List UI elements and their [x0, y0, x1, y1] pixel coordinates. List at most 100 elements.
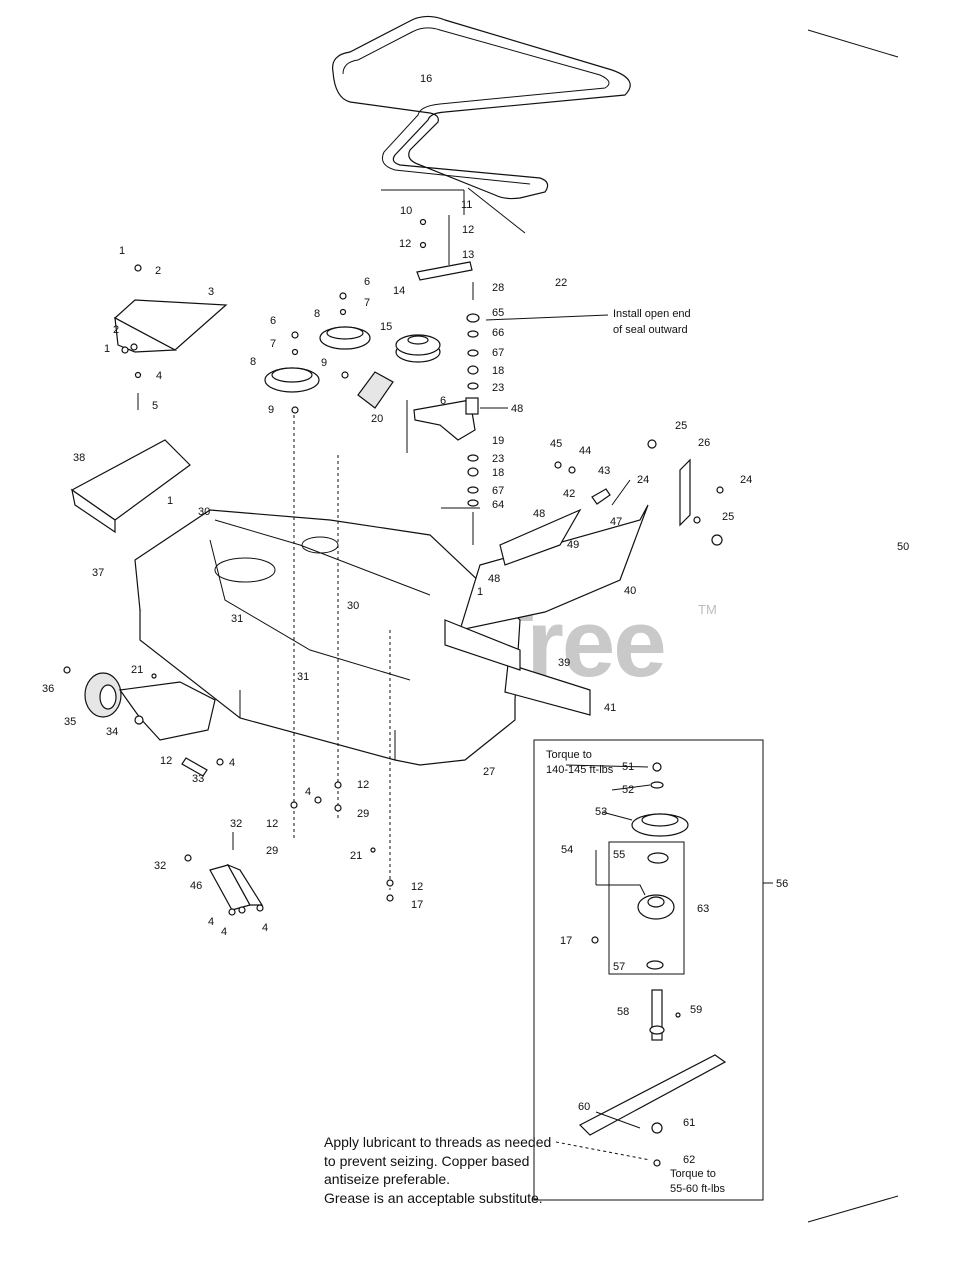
- callout-label: 9: [268, 404, 274, 416]
- callout-label: 59: [690, 1004, 702, 1016]
- callout-label: 24: [740, 474, 752, 486]
- callout-label: 1: [167, 495, 173, 507]
- callout-label: 30: [198, 506, 210, 518]
- callout-label: 60: [578, 1101, 590, 1113]
- callout-label: 33: [192, 773, 204, 785]
- callout-label: 28: [492, 282, 504, 294]
- corner-marks: [807, 29, 899, 1223]
- callout-label: 4: [262, 922, 268, 934]
- callout-label: 6: [270, 315, 276, 327]
- callout-label: 14: [393, 285, 405, 297]
- callout-label: 52: [622, 784, 634, 796]
- callout-label: 55: [613, 849, 625, 861]
- callout-label: 67: [492, 347, 504, 359]
- callout-label: 4: [208, 916, 214, 928]
- bracket-top-left: [113, 264, 228, 410]
- callout-label: 57: [613, 961, 625, 973]
- callout-label: 9: [321, 357, 327, 369]
- callout-label: 21: [350, 850, 362, 862]
- callout-label: 18: [492, 365, 504, 377]
- callout-label: 32: [154, 860, 166, 872]
- callout-label: 29: [357, 808, 369, 820]
- callout-label: 36: [42, 683, 54, 695]
- callout-label: 12: [411, 881, 423, 893]
- callout-label: 12: [266, 818, 278, 830]
- callout-label: 31: [297, 671, 309, 683]
- callout-label: 62: [683, 1154, 695, 1166]
- torque-note-line: 55-60 ft-lbs: [670, 1183, 726, 1195]
- belt-cover: [70, 439, 191, 534]
- callout-label: 3: [208, 286, 214, 298]
- callout-label: 19: [492, 435, 504, 447]
- callout-label: 17: [411, 899, 423, 911]
- callout-label: 56: [776, 878, 788, 890]
- leader-lines: [480, 314, 773, 1129]
- gauge-wheel: [63, 666, 224, 777]
- callout-label: 45: [550, 438, 562, 450]
- callout-label: 20: [371, 413, 383, 425]
- seal-note-line: of seal outward: [613, 324, 688, 336]
- callout-label: 6: [440, 395, 446, 407]
- lubricant-note: Apply lubricant to threads as needed to …: [324, 1134, 551, 1206]
- callout-label: 31: [231, 613, 243, 625]
- callout-label: 66: [492, 327, 504, 339]
- torque-note-line: Torque to: [670, 1168, 716, 1180]
- torque-note-line: 140-145 ft-lbs: [546, 764, 614, 776]
- callout-label: 63: [697, 903, 709, 915]
- callout-label: 10: [400, 205, 412, 217]
- callout-labels: 16 10 11 12 12 13 14 28 22 65 66 67 18 2…: [42, 73, 909, 1166]
- callout-label: 13: [462, 249, 474, 261]
- callout-label: 27: [483, 766, 495, 778]
- callout-label: 4: [305, 786, 311, 798]
- callout-label: 50: [897, 541, 909, 553]
- callout-label: 51: [622, 761, 634, 773]
- lubricant-note-line: to prevent seizing. Copper based: [324, 1153, 529, 1169]
- seal-note: Install open end of seal outward: [613, 308, 691, 336]
- callout-label: 2: [155, 265, 161, 277]
- callout-label: 21: [131, 664, 143, 676]
- callout-label: 2: [113, 324, 119, 336]
- callout-label: 17: [560, 935, 572, 947]
- callout-label: 7: [364, 297, 370, 309]
- callout-label: 65: [492, 307, 504, 319]
- callout-label: 47: [610, 516, 622, 528]
- callout-label: 1: [477, 586, 483, 598]
- watermark-trademark: TM: [698, 602, 717, 617]
- callout-label: 12: [399, 238, 411, 250]
- callout-label: 12: [160, 755, 172, 767]
- callout-label: 48: [533, 508, 545, 520]
- callout-label: 44: [579, 445, 591, 457]
- callout-label: 12: [462, 224, 474, 236]
- callout-label: 61: [683, 1117, 695, 1129]
- pulley-group-left: [264, 292, 441, 414]
- callout-label: 25: [722, 511, 734, 523]
- callout-label: 22: [555, 277, 567, 289]
- mower-deck-housing: [134, 509, 521, 766]
- callout-label: 16: [420, 73, 432, 85]
- seal-note-line: Install open end: [613, 308, 691, 320]
- assembly-guide-lines: [151, 415, 394, 902]
- callout-label: 54: [561, 844, 573, 856]
- idler-arm-assembly: [381, 189, 480, 545]
- callout-label: 43: [598, 465, 610, 477]
- callout-label: 37: [92, 567, 104, 579]
- torque-note-bottom: Torque to 55-60 ft-lbs: [670, 1168, 726, 1195]
- callout-label: 30: [347, 600, 359, 612]
- callout-label: 4: [156, 370, 162, 382]
- bracket-bottom-left: [184, 832, 264, 916]
- callout-label: 64: [492, 499, 504, 511]
- callout-label: 38: [73, 452, 85, 464]
- callout-label: 46: [190, 880, 202, 892]
- callout-label: 8: [314, 308, 320, 320]
- callout-label: 41: [604, 702, 616, 714]
- torque-note-top: Torque to 140-145 ft-lbs: [546, 749, 614, 776]
- callout-label: 67: [492, 485, 504, 497]
- callout-label: 4: [221, 926, 227, 938]
- callout-label: 39: [558, 657, 570, 669]
- callout-label: 1: [119, 245, 125, 257]
- callout-label: 26: [698, 437, 710, 449]
- callout-label: 49: [567, 539, 579, 551]
- torque-note-line: Torque to: [546, 749, 592, 761]
